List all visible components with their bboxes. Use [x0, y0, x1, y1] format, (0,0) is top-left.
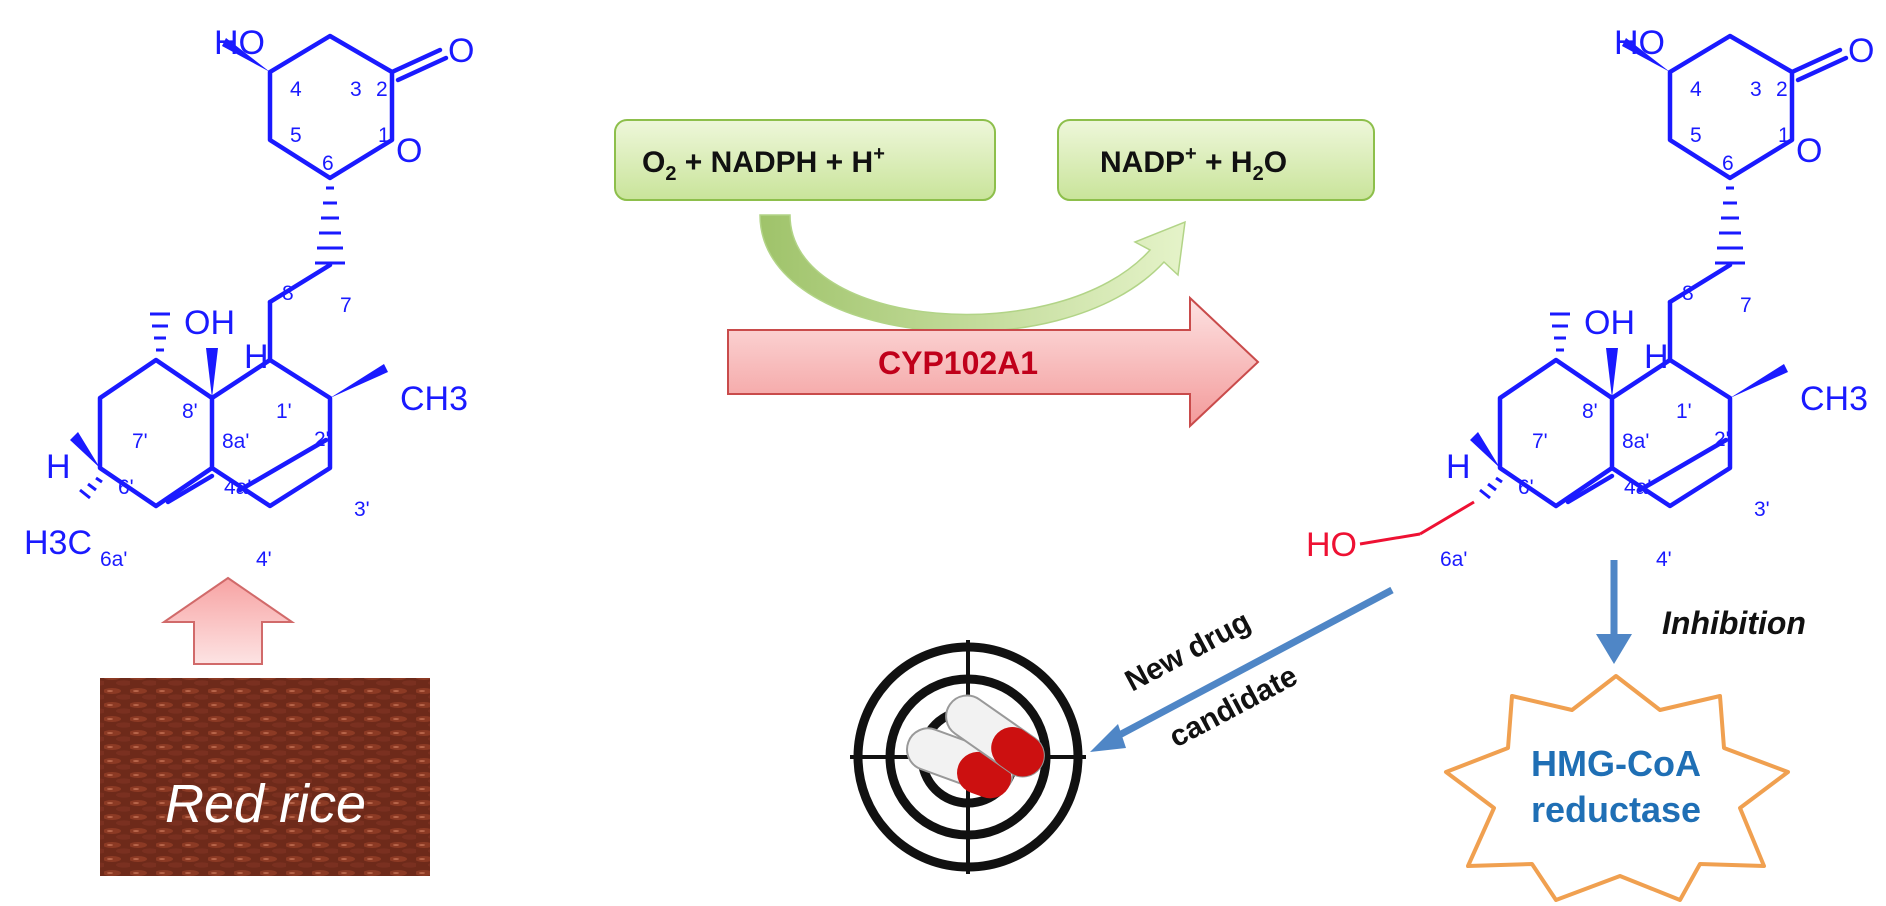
right-num: 3' — [1754, 498, 1770, 521]
right-num: 7' — [1532, 430, 1548, 453]
cofactor-h-superscript: + — [873, 143, 885, 165]
right-num: 3 — [1750, 78, 1762, 101]
right-num: 6 — [1722, 152, 1734, 175]
left-o-ring: O — [396, 132, 422, 170]
right-molecule: HO O O OH H CH3 H HO 3 2 4 5 6 1 8 7 8' … — [1306, 24, 1874, 571]
left-num: 3 — [350, 78, 362, 101]
right-num: 7 — [1740, 294, 1752, 317]
left-num: 8' — [182, 400, 198, 423]
red-rice-image: Red rice — [100, 678, 430, 876]
left-num: 4a' — [224, 476, 251, 499]
cofactor-h-subscript: 2 — [1253, 163, 1264, 185]
right-num: 4' — [1656, 548, 1672, 571]
hmg-coa-line2: reductase — [1531, 789, 1701, 830]
left-num: 6a' — [100, 548, 127, 571]
red-rice-label: Red rice — [165, 774, 366, 834]
cofactor-out-o: O — [1264, 146, 1287, 179]
up-arrow — [160, 576, 296, 665]
right-num: 2 — [1776, 78, 1788, 101]
cofactor-nadp: NADP — [1100, 146, 1185, 179]
cofactor-out-mid: + H — [1197, 146, 1253, 179]
cofactor-curve-arrow — [759, 214, 1186, 333]
left-num: 7 — [340, 294, 352, 317]
left-o-carbonyl: O — [448, 32, 474, 70]
inhibition-label: Inhibition — [1662, 605, 1806, 641]
left-num: 8a' — [222, 430, 249, 453]
cofactor-nadp-superscript: + — [1185, 143, 1197, 165]
enzyme-label: CYP102A1 — [878, 345, 1038, 381]
cofactor-out-box: NADP+ + H2O — [1057, 119, 1375, 201]
left-num: 4 — [290, 78, 302, 101]
left-num: 2' — [314, 428, 330, 451]
hmg-coa-reductase-badge: HMG-CoA reductase — [1444, 674, 1790, 902]
cofactor-o-subscript: 2 — [665, 163, 676, 185]
right-num: 8a' — [1622, 430, 1649, 453]
right-num: 8 — [1682, 282, 1694, 305]
left-num: 6 — [322, 152, 334, 175]
svg-text:NADP+ + H2O: NADP+ + H2O — [1100, 143, 1287, 185]
left-num: 3' — [354, 498, 370, 521]
left-num: 4' — [256, 548, 272, 571]
left-ho-top: HO — [214, 24, 265, 62]
left-num: 5 — [290, 124, 302, 147]
left-num: 7' — [132, 430, 148, 453]
right-o-carbonyl: O — [1848, 32, 1874, 70]
cofactor-in-rest: + NADPH + H — [676, 146, 873, 179]
cofactor-o: O — [642, 146, 665, 179]
right-ch3: CH3 — [1800, 380, 1868, 418]
enzyme-arrow: CYP102A1 — [727, 295, 1260, 429]
right-h-junction: H — [1644, 338, 1669, 376]
right-num: 2' — [1714, 428, 1730, 451]
svg-text:O2 + NADPH + H+: O2 + NADPH + H+ — [642, 143, 885, 185]
pill-icon — [906, 694, 1045, 799]
left-h-junction: H — [244, 338, 269, 376]
hmg-coa-line1: HMG-CoA — [1531, 743, 1701, 784]
right-num: 4 — [1690, 78, 1702, 101]
right-num: 1 — [1778, 124, 1790, 147]
right-num: 1' — [1676, 400, 1692, 423]
left-num: 8 — [282, 282, 294, 305]
right-num: 4a' — [1624, 476, 1651, 499]
left-num: 1' — [276, 400, 292, 423]
target-icon — [850, 640, 1086, 874]
drug-candidate-arrow — [1090, 586, 1394, 752]
left-h6: H — [46, 448, 71, 486]
right-o-ring: O — [1796, 132, 1822, 170]
cofactor-in-box: O2 + NADPH + H+ — [614, 119, 996, 201]
right-num: 6' — [1518, 476, 1534, 499]
left-num: 2 — [376, 78, 388, 101]
right-num: 5 — [1690, 124, 1702, 147]
right-num: 6a' — [1440, 548, 1467, 571]
right-num: 8' — [1582, 400, 1598, 423]
left-oh: OH — [184, 304, 235, 342]
inhibition-arrow — [1596, 560, 1632, 664]
left-h3c: H3C — [24, 524, 92, 562]
right-h6: H — [1446, 448, 1471, 486]
right-ho-top: HO — [1614, 24, 1665, 62]
left-num: 6' — [118, 476, 134, 499]
right-oh: OH — [1584, 304, 1635, 342]
left-ch3: CH3 — [400, 380, 468, 418]
left-num: 1 — [378, 124, 390, 147]
right-new-hydroxyl: HO — [1306, 526, 1357, 564]
left-molecule: HO O O OH H CH3 H H3C 3 2 4 5 6 1 8 7 8'… — [24, 24, 474, 571]
drug-label-line1: New drug — [1120, 605, 1256, 698]
